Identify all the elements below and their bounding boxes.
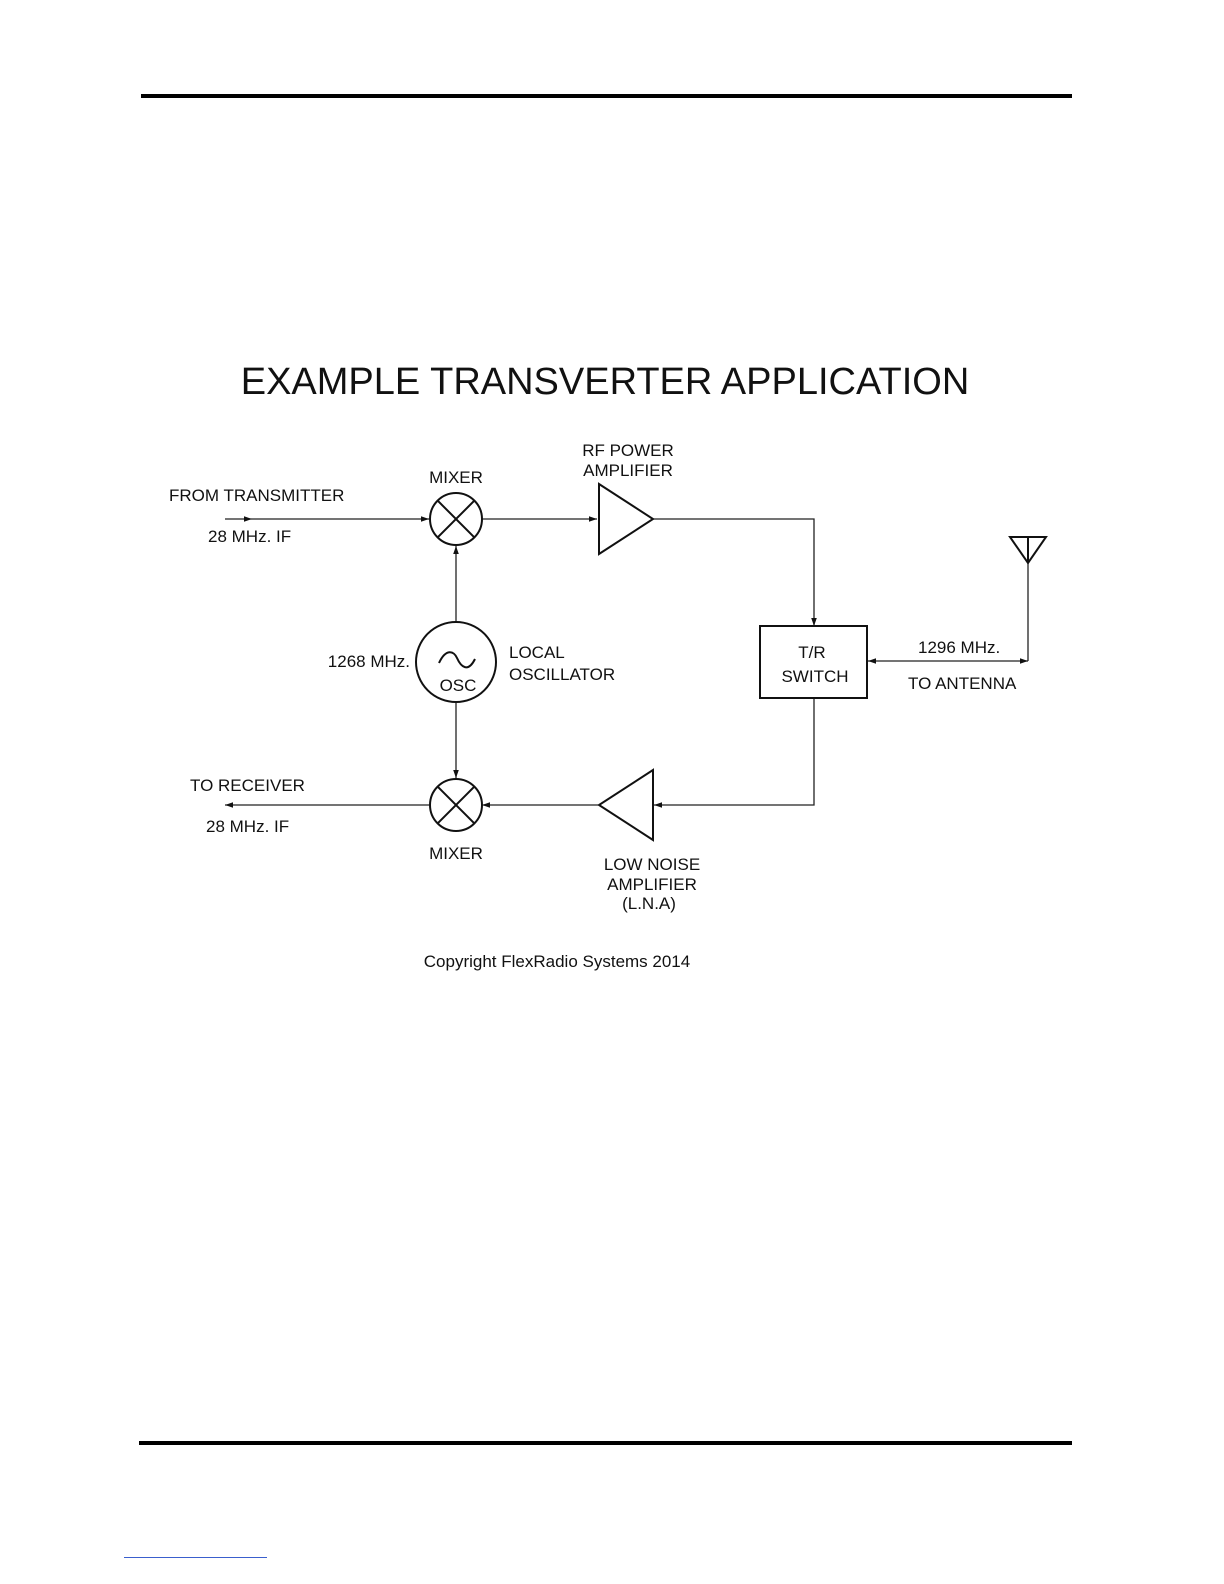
rf-power-amplifier-symbol xyxy=(599,484,653,554)
tx-mixer-label: MIXER xyxy=(429,468,483,487)
lna-label-line1: LOW NOISE xyxy=(604,855,700,874)
antenna-freq-label: 1296 MHz. xyxy=(918,638,1000,657)
to-receiver-label: TO RECEIVER xyxy=(190,776,305,795)
tr-switch-box xyxy=(760,626,867,698)
from-transmitter-label: FROM TRANSMITTER xyxy=(169,486,344,505)
tx-mixer-symbol xyxy=(430,493,482,545)
diagram-title: EXAMPLE TRANSVERTER APPLICATION xyxy=(241,361,970,403)
to-antenna-label: TO ANTENNA xyxy=(908,674,1017,693)
rx-mixer-label: MIXER xyxy=(429,844,483,863)
switch-label-line2: SWITCH xyxy=(781,667,848,686)
lo-freq-label: 1268 MHz. xyxy=(328,652,410,671)
tx-if-label: 28 MHz. IF xyxy=(208,527,291,546)
pa-label-line2: AMPLIFIER xyxy=(583,461,673,480)
lo-label-line2: OSCILLATOR xyxy=(509,665,615,684)
pa-label-line1: RF POWER xyxy=(582,441,674,460)
wire-switch-to-lna xyxy=(654,698,814,805)
copyright-text: Copyright FlexRadio Systems 2014 xyxy=(424,952,690,971)
bottom-rule xyxy=(139,1441,1072,1445)
rx-if-label: 28 MHz. IF xyxy=(206,817,289,836)
footer-link-underline xyxy=(124,1557,267,1558)
switch-label-line1: T/R xyxy=(798,643,825,662)
antenna-icon xyxy=(1010,537,1046,563)
lo-label-line1: LOCAL xyxy=(509,643,565,662)
lna-label-line2: AMPLIFIER xyxy=(607,875,697,894)
low-noise-amplifier-symbol xyxy=(599,770,653,840)
osc-label: OSC xyxy=(440,676,477,695)
rx-mixer-symbol xyxy=(430,779,482,831)
lna-label-line3: (L.N.A) xyxy=(622,894,676,913)
wire-pa-to-switch xyxy=(653,519,814,626)
